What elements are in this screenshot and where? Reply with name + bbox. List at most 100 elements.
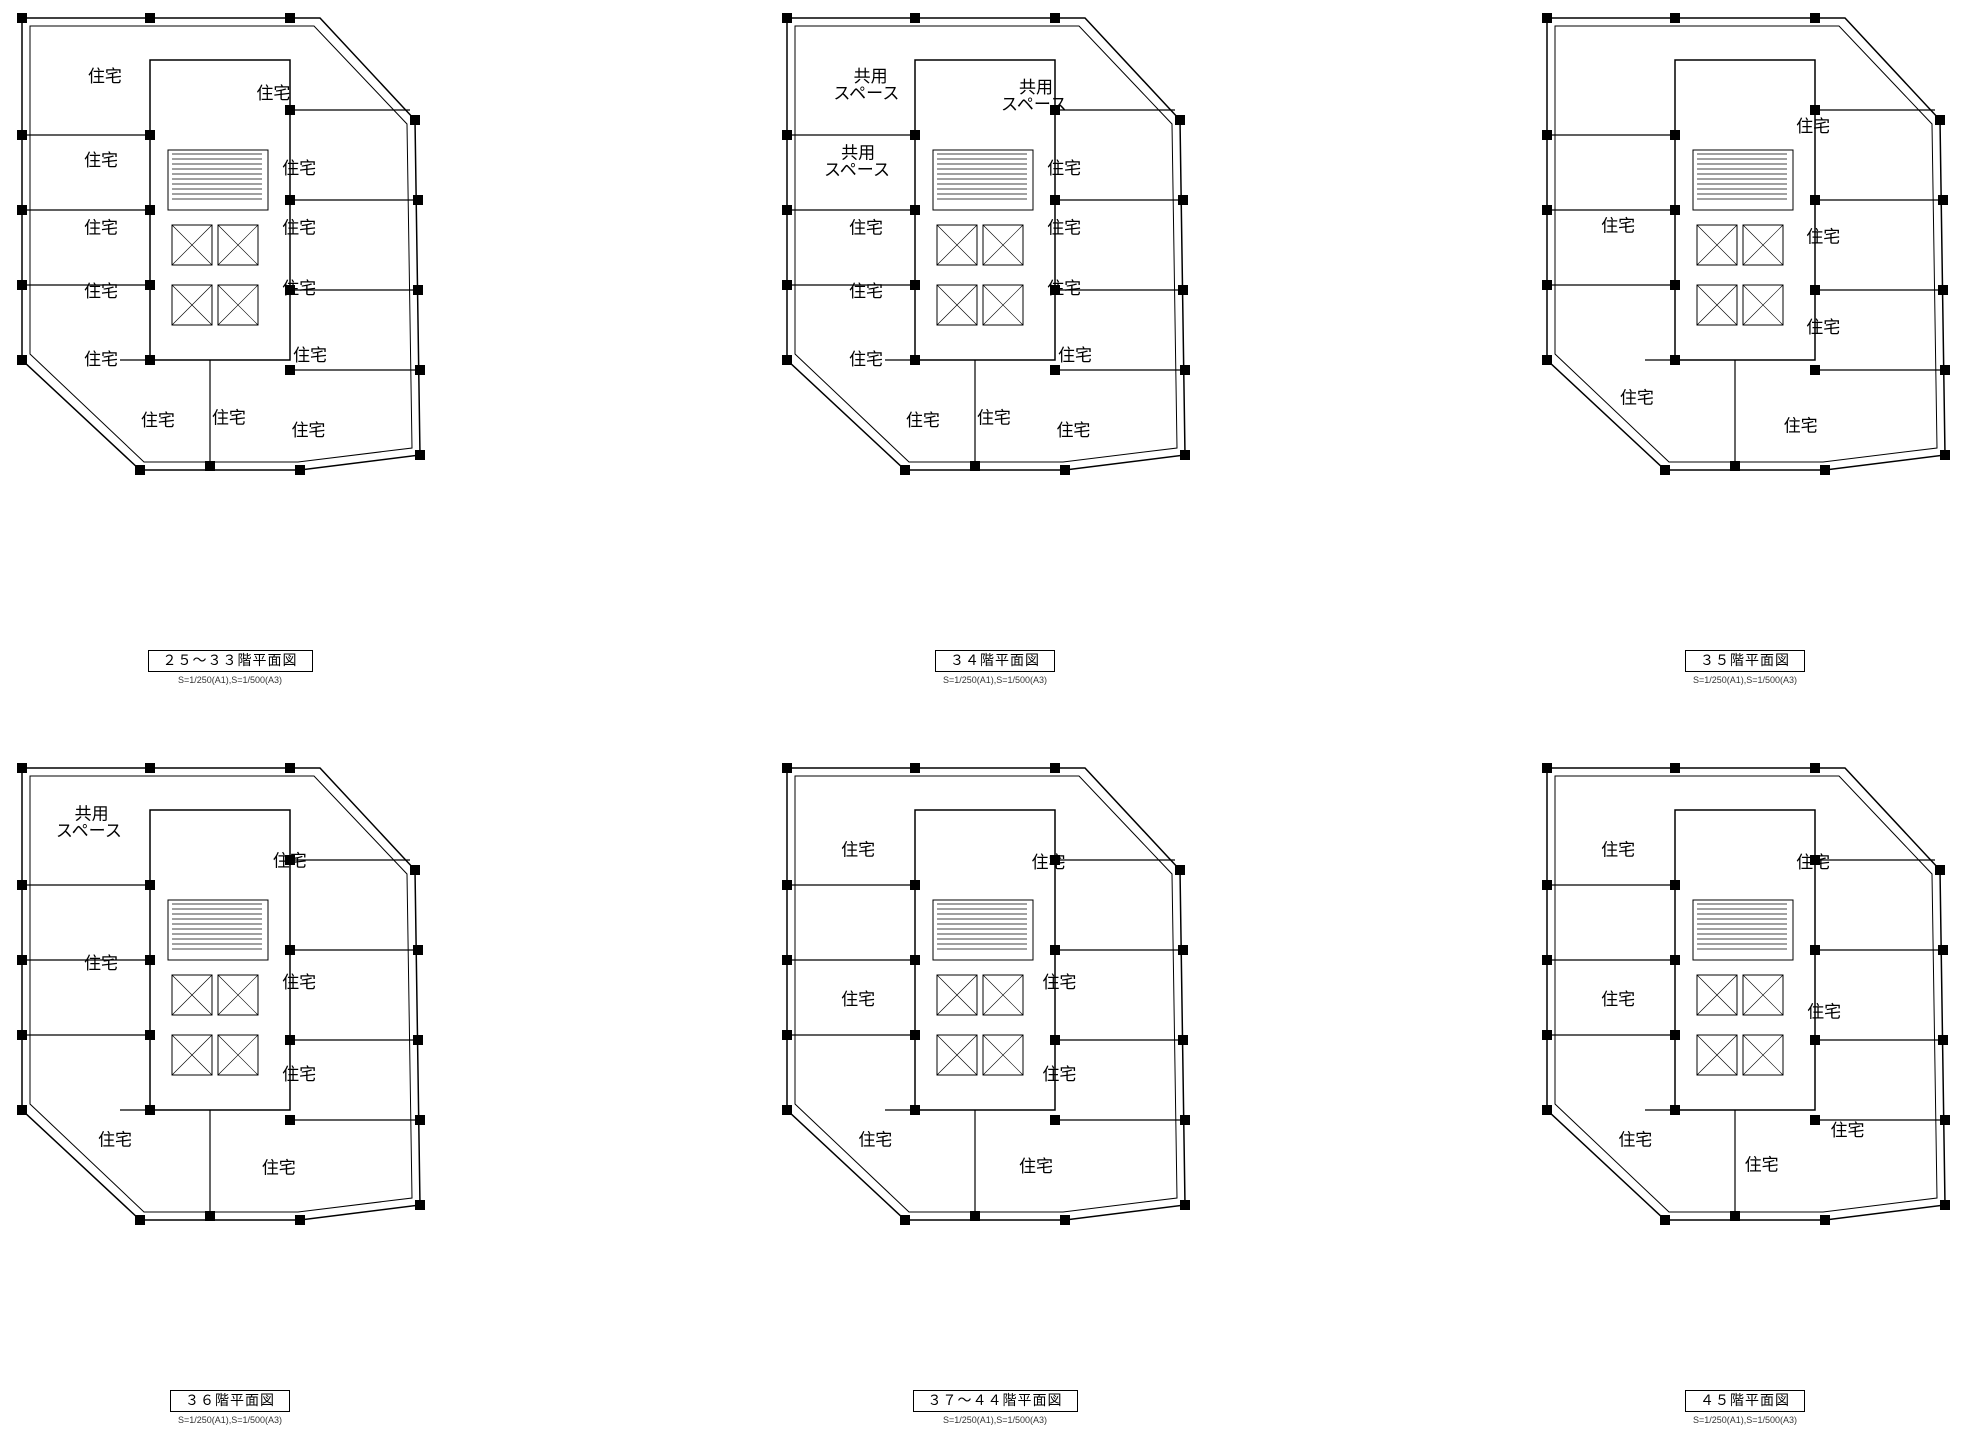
room-label: 住宅 — [84, 151, 118, 171]
column — [1178, 945, 1188, 955]
column — [1180, 1115, 1190, 1125]
room-label: 住宅 — [1042, 973, 1076, 993]
plan-caption: ３７～４４階平面図 S=1/250(A1),S=1/500(A3) — [765, 1390, 1225, 1425]
column — [145, 880, 155, 890]
column — [145, 1030, 155, 1040]
column — [1670, 1030, 1680, 1040]
column — [145, 205, 155, 215]
column — [285, 945, 295, 955]
column — [782, 13, 792, 23]
elevator-shaft — [982, 974, 1024, 1016]
column — [145, 280, 155, 290]
column — [1670, 880, 1680, 890]
room-label: 住宅 — [84, 218, 118, 238]
column — [782, 205, 792, 215]
column — [910, 1030, 920, 1040]
room-label: 住宅 — [282, 1065, 316, 1085]
column — [1050, 13, 1060, 23]
column — [145, 13, 155, 23]
room-label: スペース — [1001, 95, 1067, 115]
column — [1938, 195, 1948, 205]
floor-plan-34: 共用 スペース 共用 スペース 共用 スペース 住宅 住宅 住宅 住宅 住宅 住… — [765, 0, 1205, 685]
room-label: 住宅 — [291, 421, 325, 441]
room-label: 住宅 — [1745, 1155, 1779, 1175]
column — [1820, 465, 1830, 475]
column — [910, 763, 920, 773]
room-label: 住宅 — [1058, 346, 1092, 366]
column — [17, 13, 27, 23]
elevator-shaft — [217, 224, 259, 266]
column — [1542, 763, 1552, 773]
elevator-shaft — [217, 284, 259, 326]
room-label: 住宅 — [1031, 853, 1065, 873]
column — [782, 763, 792, 773]
elevator-shaft — [936, 284, 978, 326]
building-outline — [21, 17, 421, 471]
column — [910, 280, 920, 290]
room-label: 住宅 — [1019, 1157, 1053, 1177]
column — [285, 285, 295, 295]
column — [782, 355, 792, 365]
column — [900, 1215, 910, 1225]
plan-scale: S=1/250(A1),S=1/500(A3) — [177, 1415, 283, 1425]
column — [910, 880, 920, 890]
column — [135, 465, 145, 475]
column — [1670, 955, 1680, 965]
plan-caption: ３５階平面図 S=1/250(A1),S=1/500(A3) — [1525, 650, 1965, 685]
column — [1178, 285, 1188, 295]
column — [1050, 763, 1060, 773]
room-label: 住宅 — [282, 279, 316, 299]
room-label: スペース — [833, 84, 899, 104]
column — [1175, 115, 1185, 125]
column — [205, 461, 215, 471]
column — [17, 880, 27, 890]
room-label: 住宅 — [84, 282, 118, 302]
column — [1935, 115, 1945, 125]
plan-scale: S=1/250(A1),S=1/500(A3) — [1692, 1415, 1798, 1425]
room-label: 住宅 — [212, 409, 246, 429]
room-label: 住宅 — [1056, 421, 1090, 441]
column — [1060, 465, 1070, 475]
column — [1670, 13, 1680, 23]
plan-title: ４５階平面図 — [1685, 1390, 1805, 1412]
room-label: 住宅 — [84, 954, 118, 974]
column — [1542, 13, 1552, 23]
column — [910, 205, 920, 215]
column — [1178, 195, 1188, 205]
column — [1542, 880, 1552, 890]
column — [1820, 1215, 1830, 1225]
room-label: 住宅 — [273, 851, 307, 871]
room-label: 住宅 — [84, 350, 118, 370]
room-label: 住宅 — [256, 84, 290, 104]
column — [295, 1215, 305, 1225]
column — [17, 955, 27, 965]
room-label: 住宅 — [1784, 416, 1818, 436]
column — [1810, 13, 1820, 23]
column — [413, 1035, 423, 1045]
elevator-shaft — [171, 974, 213, 1016]
building-outline — [786, 17, 1186, 471]
column — [970, 1211, 980, 1221]
room-label: 住宅 — [1796, 117, 1830, 137]
floor-plan-drawing: 住宅 住宅 住宅 住宅 住宅 住宅 住宅 — [1542, 763, 1950, 1225]
column — [285, 13, 295, 23]
floor-plan-drawing: 住宅 住宅 住宅 住宅 住宅 住宅 住宅 住宅 住宅 住宅 住宅 住宅 住宅 — [17, 13, 425, 475]
column — [782, 955, 792, 965]
floor-plan-35: 住宅 住宅 住宅 住宅 住宅 住宅 ３５階平面図 S=1/250(A1),S=1… — [1525, 0, 1965, 685]
column — [1542, 1030, 1552, 1040]
column — [1935, 865, 1945, 875]
building-outline — [21, 767, 421, 1221]
room-label: 共用 — [1019, 78, 1053, 98]
floor-plan-25-33: 住宅 住宅 住宅 住宅 住宅 住宅 住宅 住宅 住宅 住宅 住宅 住宅 住宅 ２… — [0, 0, 440, 685]
plan-title: ３５階平面図 — [1685, 650, 1805, 672]
elevator-shaft — [171, 1034, 213, 1076]
room-label: スペース — [824, 161, 890, 181]
column — [17, 280, 27, 290]
elevator-shaft — [936, 224, 978, 266]
column — [782, 1105, 792, 1115]
column — [900, 465, 910, 475]
column — [1810, 365, 1820, 375]
elevator-shaft — [171, 224, 213, 266]
room-label: 共用 — [841, 143, 875, 163]
column — [415, 1115, 425, 1125]
